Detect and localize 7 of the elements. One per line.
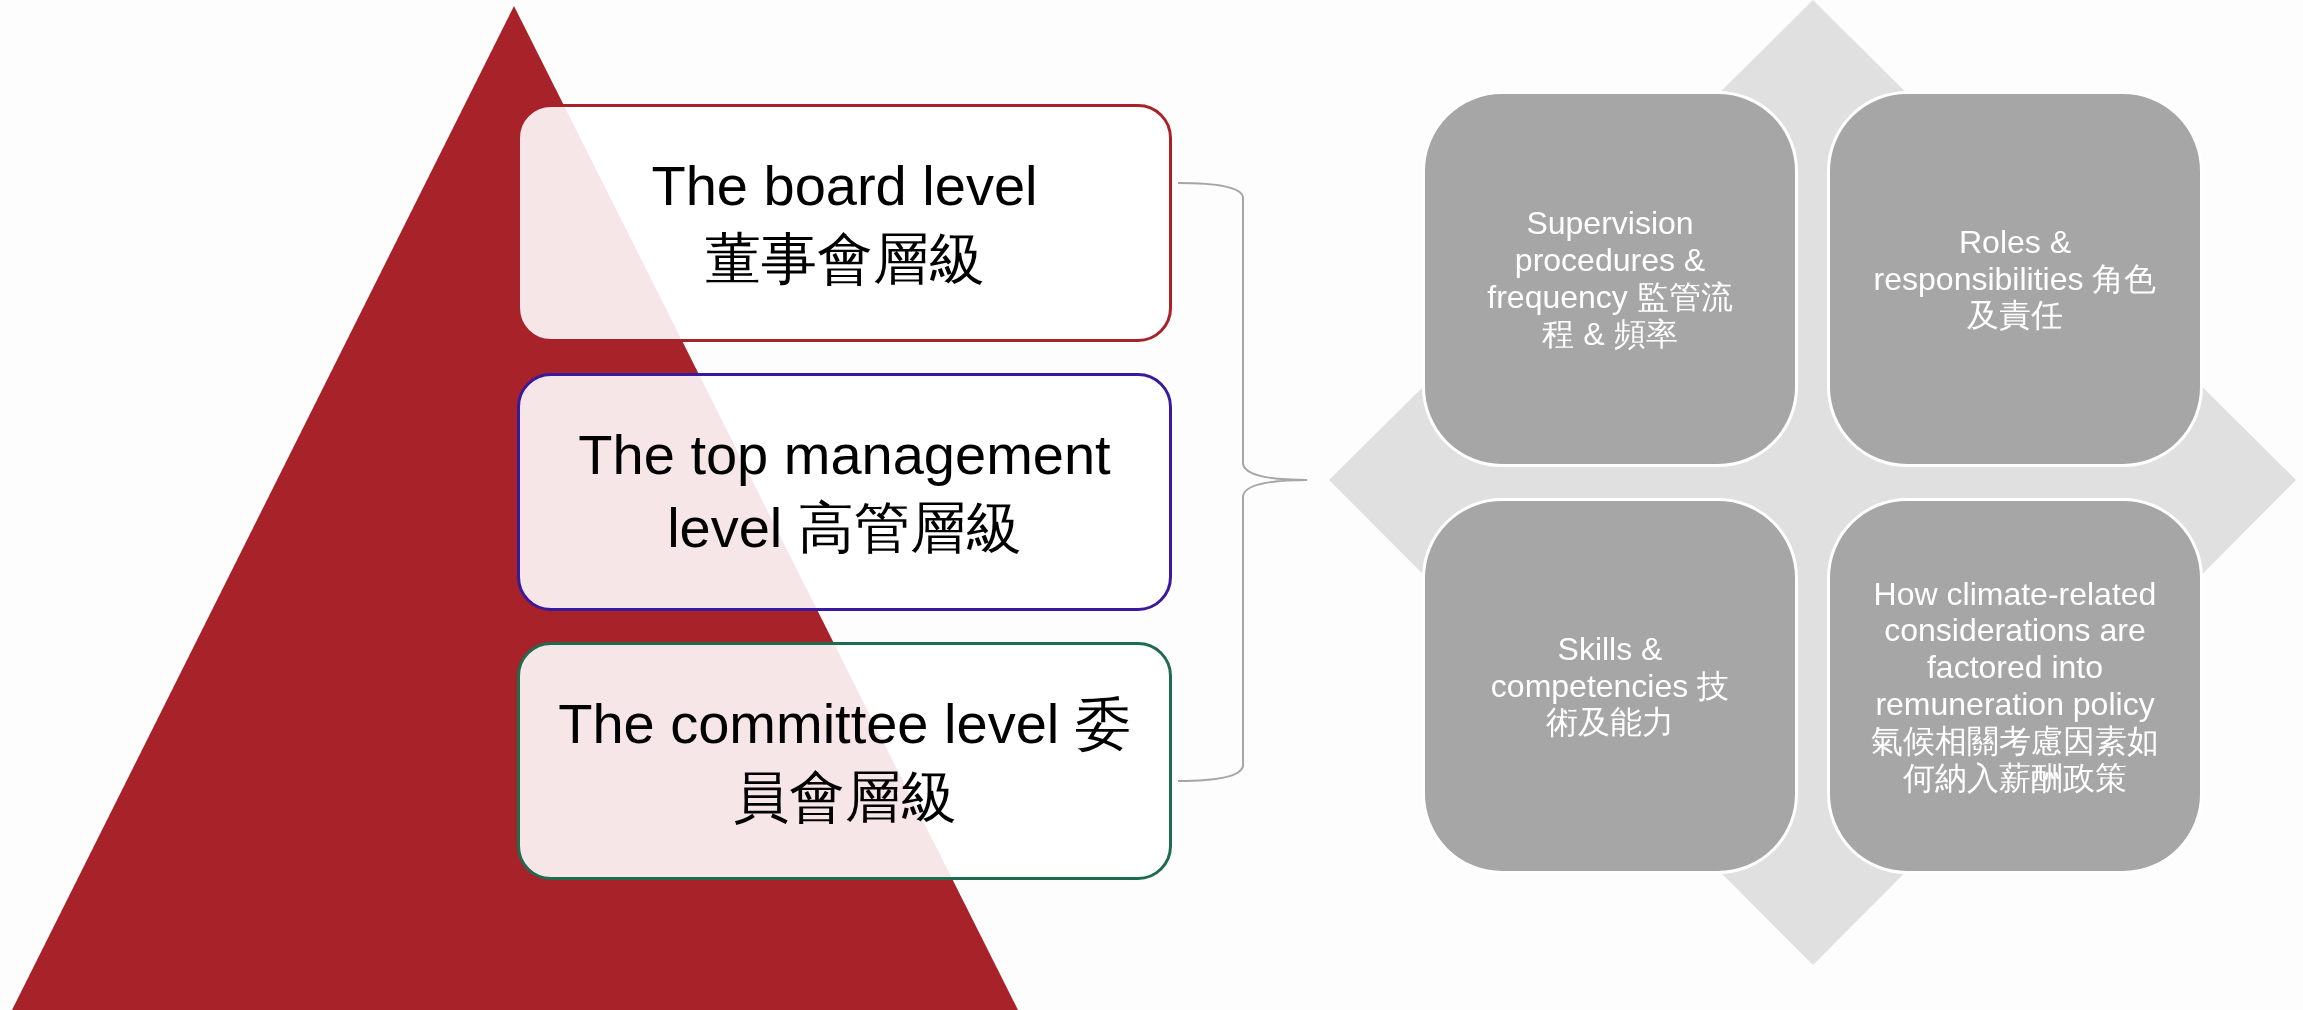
topic-tile: Supervision procedures & frequency 監管流程 & 頻率: [1422, 91, 1798, 467]
topic-tile: Skills & competencies 技術及能力: [1422, 498, 1798, 874]
topic-tile: How climate-related considerations are factored into remuneration policy 氣候相關考慮因素如何納入薪酬政策: [1827, 498, 2203, 874]
level-box: The top management level 高管層級: [517, 373, 1172, 611]
level-box: The committee level 委員會層級: [517, 642, 1172, 880]
topic-tile: Roles & responsibilities 角色及責任: [1827, 91, 2203, 467]
level-box: The board level 董事會層級: [517, 104, 1172, 342]
